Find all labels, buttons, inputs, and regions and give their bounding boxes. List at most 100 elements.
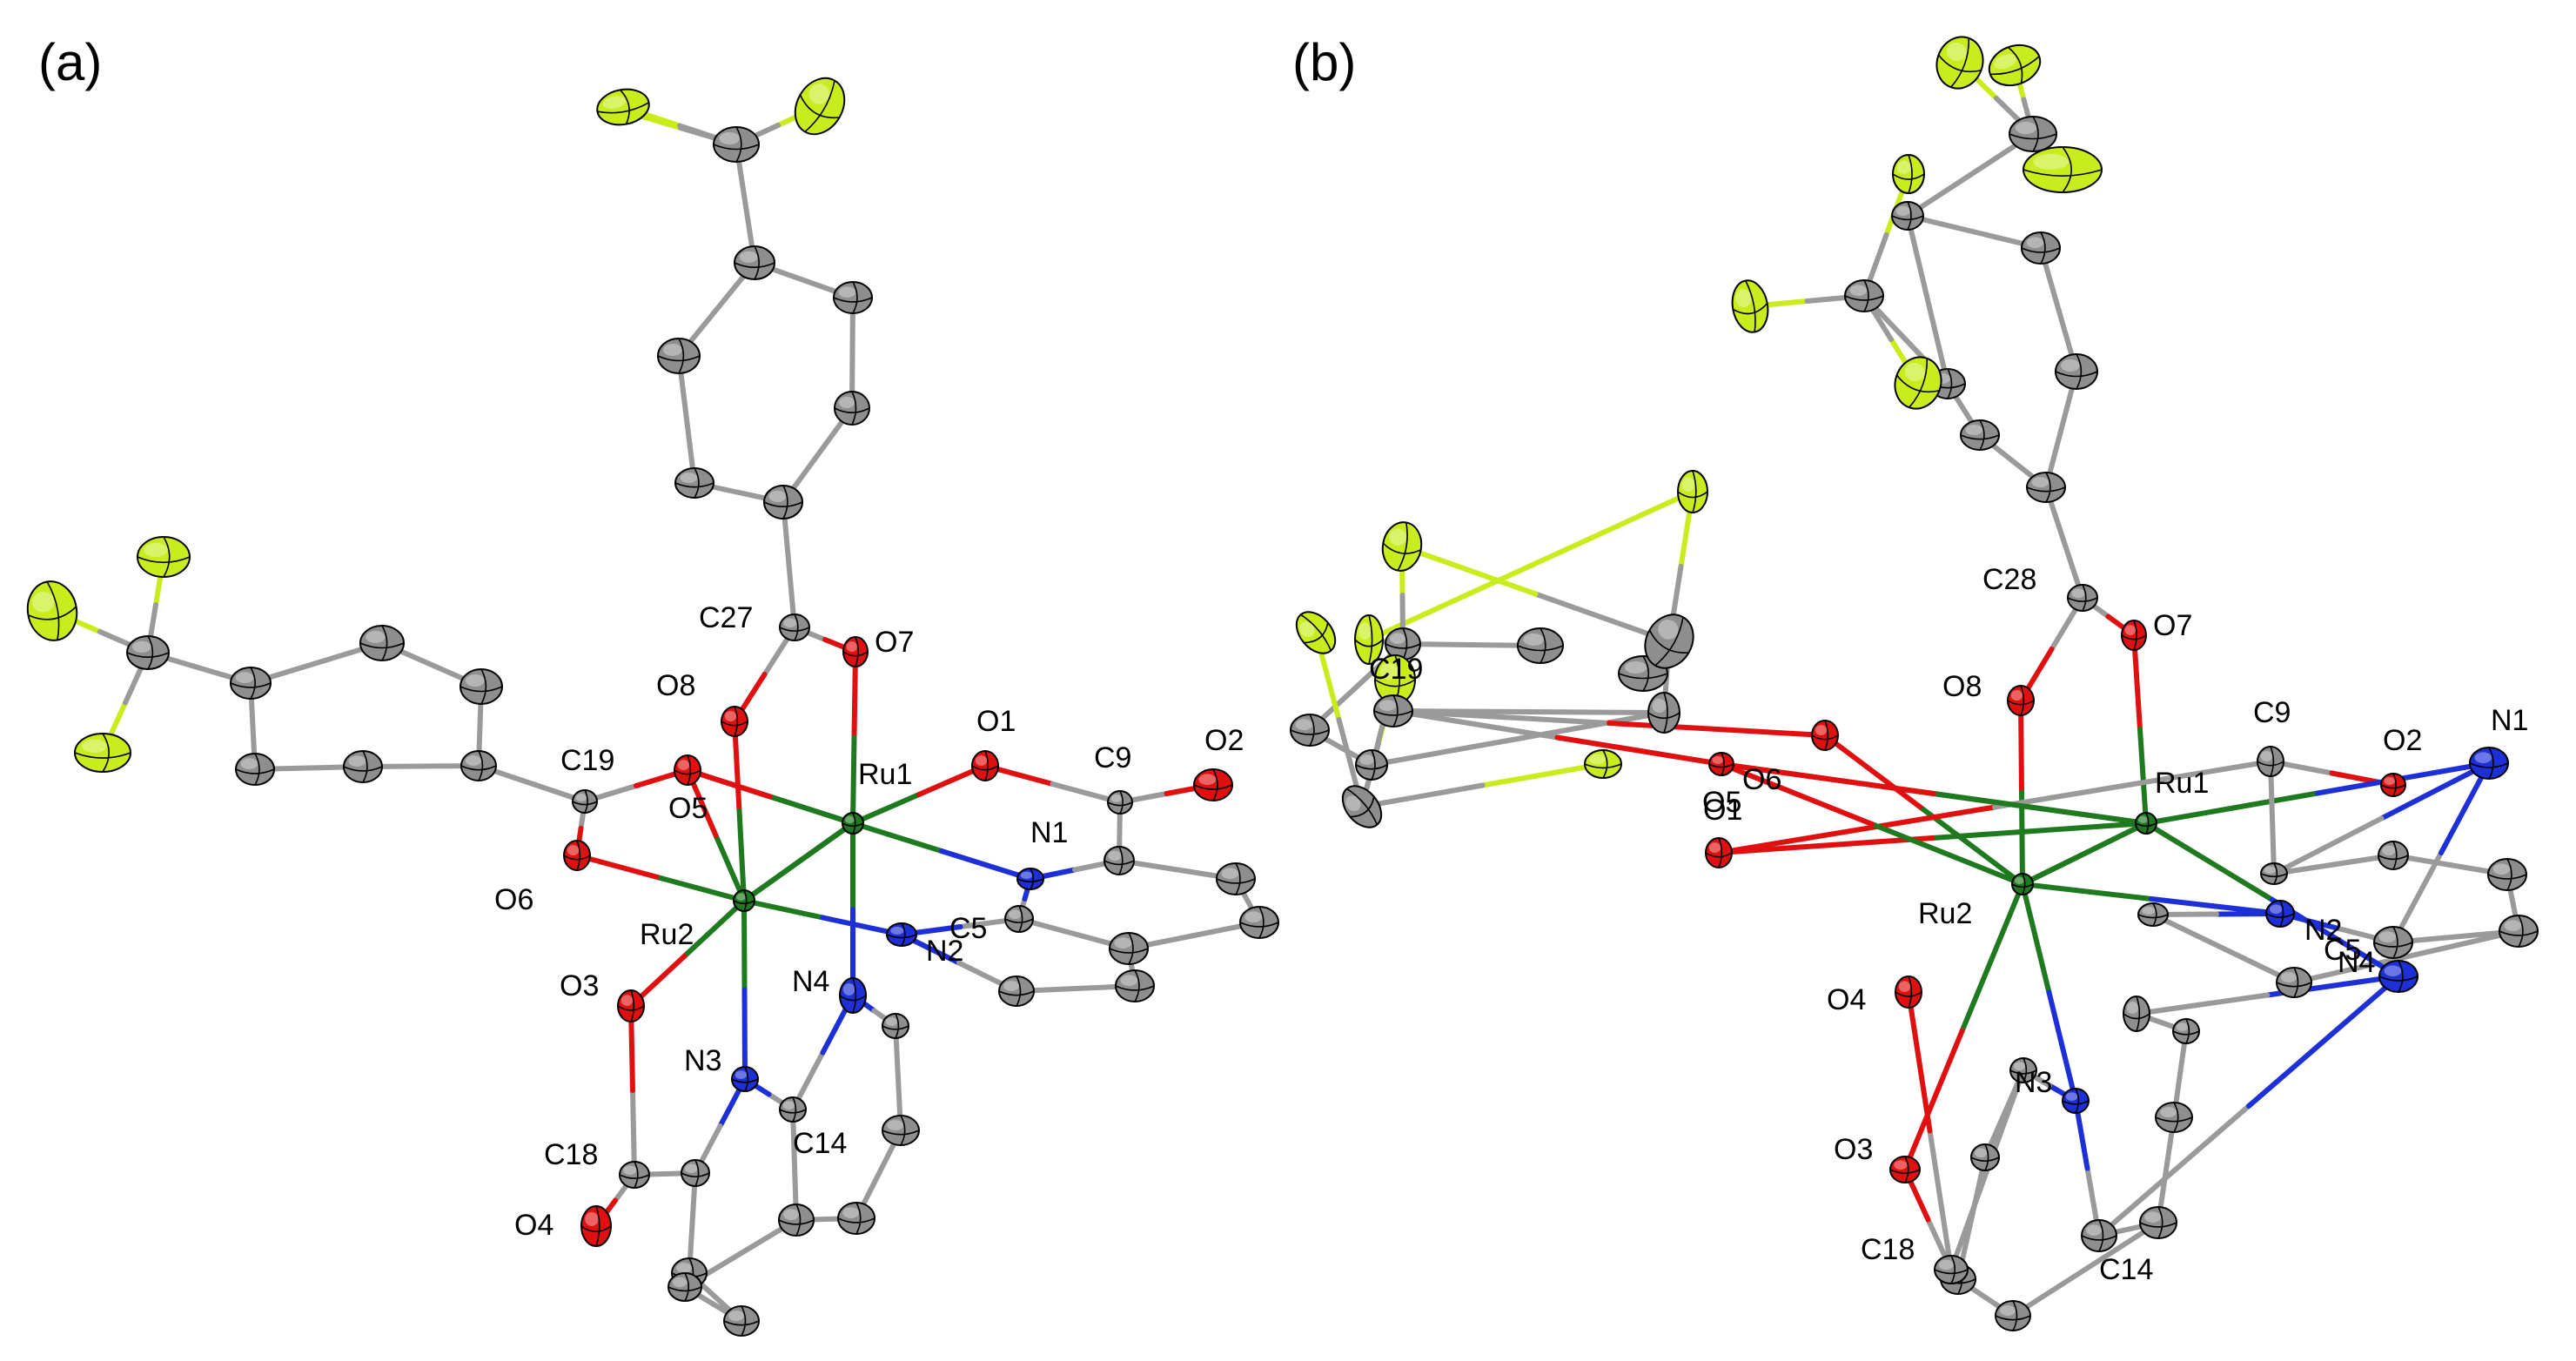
bond	[1391, 708, 1724, 767]
atom-c	[723, 1305, 760, 1337]
atom-c	[837, 1202, 875, 1235]
atom-c	[1341, 785, 1383, 828]
atom-label: Ru2	[1918, 897, 1972, 930]
bond	[1716, 759, 2273, 855]
atom-c	[2137, 902, 2169, 927]
atom-label: C5	[2324, 934, 2361, 967]
atom-c	[2499, 915, 2539, 948]
bond	[1719, 761, 2025, 887]
atom-c	[763, 485, 803, 520]
atom-f	[1374, 654, 1416, 705]
bond	[850, 821, 1033, 882]
atom-o	[1811, 720, 1839, 751]
atom-label: N2	[926, 935, 963, 968]
atom-c	[674, 467, 714, 499]
atom-c	[1355, 749, 1388, 781]
atom-f	[1892, 154, 1925, 194]
atom-c	[1844, 279, 1884, 312]
atom-f	[1677, 470, 1708, 513]
atom-c	[713, 126, 760, 163]
atom-c	[2123, 996, 2150, 1032]
atom-c	[834, 391, 870, 426]
atom-f	[1295, 611, 1337, 654]
bond	[2150, 911, 2283, 917]
atom-c	[2172, 1018, 2200, 1044]
atom-label: C18	[1861, 1233, 1915, 1266]
atom-c	[1891, 201, 1924, 231]
bond	[628, 898, 747, 1009]
atom-c	[779, 1096, 807, 1123]
atom-c	[779, 613, 810, 641]
bond	[1905, 131, 2036, 218]
atom-f	[1935, 36, 1984, 90]
atom-label: O2	[2383, 724, 2422, 757]
atom-c	[1995, 1300, 2031, 1331]
atom-c	[657, 338, 701, 374]
atom-ru	[733, 889, 755, 912]
bond	[741, 898, 904, 937]
bond	[732, 625, 797, 724]
atom-c	[2026, 472, 2066, 503]
atom-c	[2276, 967, 2312, 998]
atom-c	[2378, 841, 2409, 870]
atom-o	[971, 750, 999, 781]
panel-a-bonds	[50, 104, 1262, 1324]
atom-label: O2	[1204, 724, 1244, 757]
atom-label: C28	[1982, 563, 2036, 596]
bond	[1366, 489, 1695, 642]
panel-a-labels: C27O7O8Ru1Ru2C19O5O6O1C9O2N1C5N2N4C14N3C…	[494, 601, 1244, 1242]
panel-b: C28O7O8Ru1Ru2C19O5O6O1C9O2N1C5N2N4C14N3C…	[1290, 33, 2539, 1331]
atom-label: C19	[560, 744, 614, 777]
panel-a: C27O7O8Ru1Ru2C19O5O6O1C9O2N1C5N2N4C14N3C…	[26, 33, 1279, 1337]
atom-o	[674, 754, 701, 786]
atom-c	[681, 1159, 710, 1187]
atom-label: C18	[544, 1138, 598, 1171]
bond	[574, 853, 747, 903]
atom-n	[886, 922, 917, 947]
atom-c	[1373, 694, 1413, 727]
atom-label: C5	[949, 912, 987, 945]
atom-f	[137, 536, 191, 578]
atom-o	[1705, 837, 1733, 868]
atom-n	[2062, 1088, 2090, 1114]
atom-c	[2139, 1206, 2177, 1239]
atom-label: O3	[560, 969, 599, 1002]
atom-c	[882, 1013, 909, 1039]
bond	[1902, 882, 2025, 1172]
atom-c	[1647, 692, 1680, 734]
atom-c	[2055, 353, 2098, 390]
atom-c	[2257, 746, 2284, 777]
atom-c	[1004, 905, 1034, 933]
bond	[1822, 733, 2025, 887]
bond	[1719, 761, 2149, 826]
bond	[2018, 595, 2085, 703]
atom-c	[998, 975, 1035, 1007]
atom-f	[596, 88, 650, 126]
atom-f	[1988, 44, 2042, 87]
atom-ru	[842, 812, 864, 835]
atom-label: Ru1	[858, 758, 912, 791]
atom-label: C9	[1094, 741, 1131, 774]
atom-o	[617, 989, 645, 1022]
atom-f	[74, 733, 131, 773]
bond	[2038, 245, 2079, 374]
atom-n	[731, 1066, 759, 1092]
atom-label: N4	[2338, 946, 2375, 979]
bond	[2020, 821, 2149, 887]
atom-label: O8	[656, 669, 695, 702]
atom-label: N2	[2304, 914, 2342, 947]
bond	[1391, 708, 1828, 738]
atom-c	[667, 1272, 702, 1302]
atom-c	[2067, 584, 2098, 612]
panel-b-label: (b)	[1292, 33, 1356, 91]
bond	[2020, 882, 2078, 1103]
atom-c	[126, 635, 170, 670]
atom-label: C14	[793, 1127, 847, 1160]
bond	[1906, 989, 1954, 1272]
atom-c	[1109, 932, 1149, 965]
atom-o	[1889, 1156, 1921, 1183]
atom-n	[2378, 960, 2418, 993]
bond	[2131, 633, 2149, 826]
atom-c	[1104, 846, 1135, 875]
